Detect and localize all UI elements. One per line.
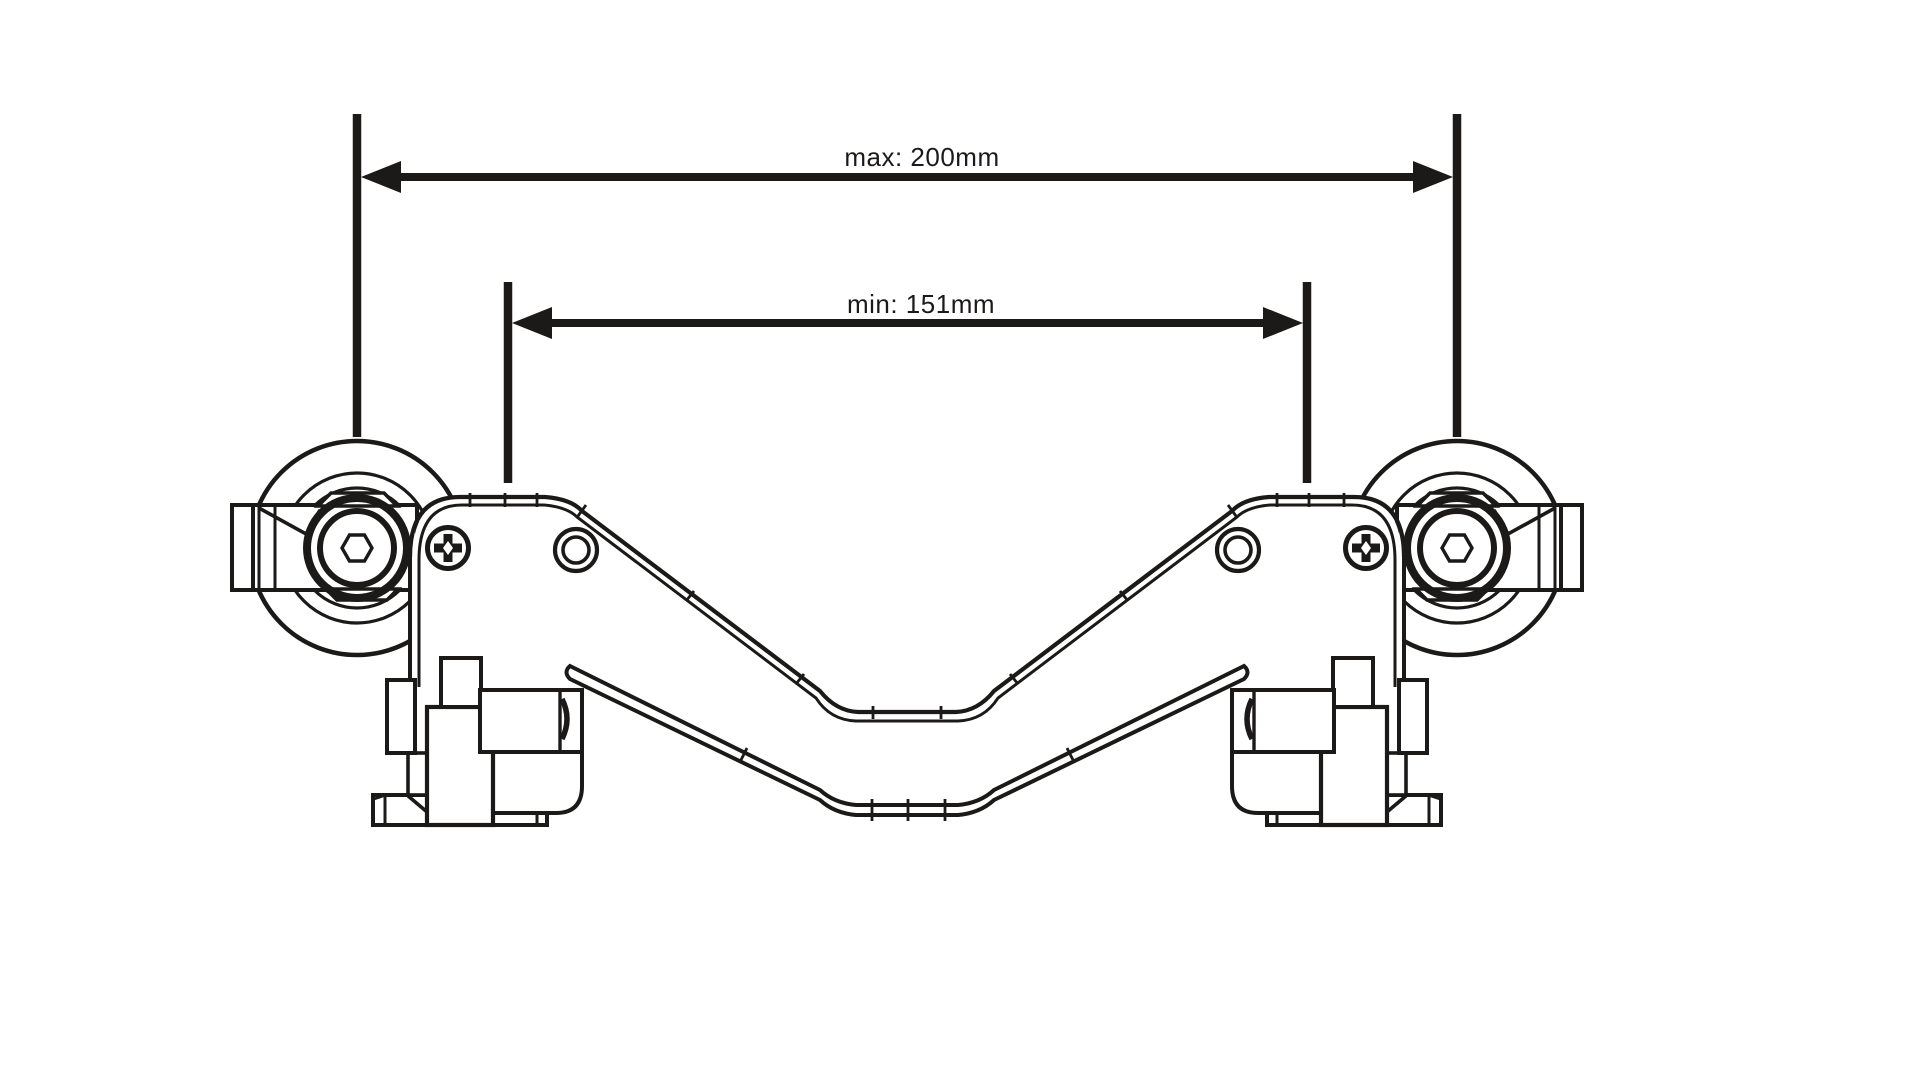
plate-top-contour-outer <box>407 494 1407 715</box>
bracket-part <box>232 441 1582 828</box>
max-dimension-label: max: 200mm <box>844 142 999 172</box>
plate-top-contour-inner <box>417 503 1397 723</box>
arrowhead-right-icon <box>1263 307 1303 339</box>
plate-bottom-edge-band <box>564 663 1250 817</box>
arrowhead-right-icon <box>1413 161 1453 193</box>
min-dimension: min: 151mm <box>503 282 1312 483</box>
min-dimension-label: min: 151mm <box>847 289 995 319</box>
arrowhead-left-icon <box>512 307 552 339</box>
max-dimension: max: 200mm <box>352 114 1462 437</box>
dimension-annotations: max: 200mm min: 151mm <box>352 114 1462 483</box>
arrowhead-left-icon <box>361 161 401 193</box>
tangent-edge-ticks <box>468 493 1346 821</box>
